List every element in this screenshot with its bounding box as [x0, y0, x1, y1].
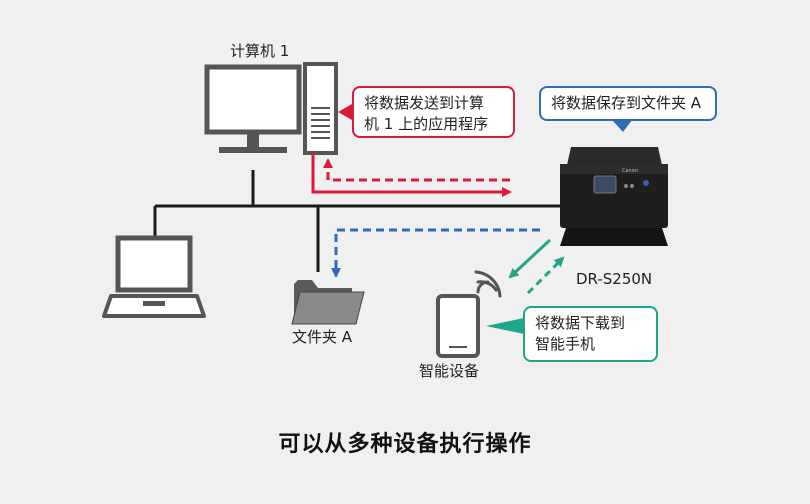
smartphone-icon	[436, 294, 480, 358]
folder-icon	[291, 280, 365, 325]
laptop-icon	[102, 235, 206, 318]
callout-download-line-1: 将数据下载到	[535, 314, 626, 332]
folder-label: 文件夹 A	[292, 328, 353, 346]
callout-send-to-app: 将数据发送到计算 机 1 上的应用程序	[352, 86, 515, 138]
network-lines	[153, 170, 568, 272]
smartphone-label: 智能设备	[419, 362, 480, 380]
callout-send-line-2: 机 1 上的应用程序	[364, 115, 489, 133]
computer-monitor-icon	[204, 64, 302, 153]
arrow-scanner-to-folder	[331, 228, 540, 278]
computer-label: 计算机 1	[230, 42, 290, 60]
arrow-scanner-to-phone-dashed	[526, 256, 565, 295]
callout-tail-save	[612, 120, 632, 132]
callout-tail-download	[486, 318, 524, 334]
arrow-computer-to-scanner-solid	[311, 153, 512, 197]
callout-download-line-2: 智能手机	[535, 335, 596, 353]
arrow-phone-to-scanner	[508, 238, 552, 279]
callout-download-to-phone: 将数据下载到 智能手机	[523, 306, 658, 362]
scanner-brand-logo: Canon	[622, 168, 638, 174]
callout-save-to-folder: 将数据保存到文件夹 A	[539, 86, 717, 121]
callout-send-line-1: 将数据发送到计算	[364, 94, 485, 112]
scanner-model-label: DR-S250N	[576, 270, 653, 288]
callout-tail-send	[338, 104, 352, 120]
computer-tower-icon	[303, 62, 338, 155]
callout-save-line-1: 将数据保存到文件夹 A	[551, 94, 702, 112]
wireless-signal-icon	[474, 270, 502, 298]
arrow-scanner-to-computer-dashed	[323, 158, 510, 182]
scanner-icon: Canon	[560, 147, 668, 246]
caption: 可以从多种设备执行操作	[278, 432, 532, 457]
